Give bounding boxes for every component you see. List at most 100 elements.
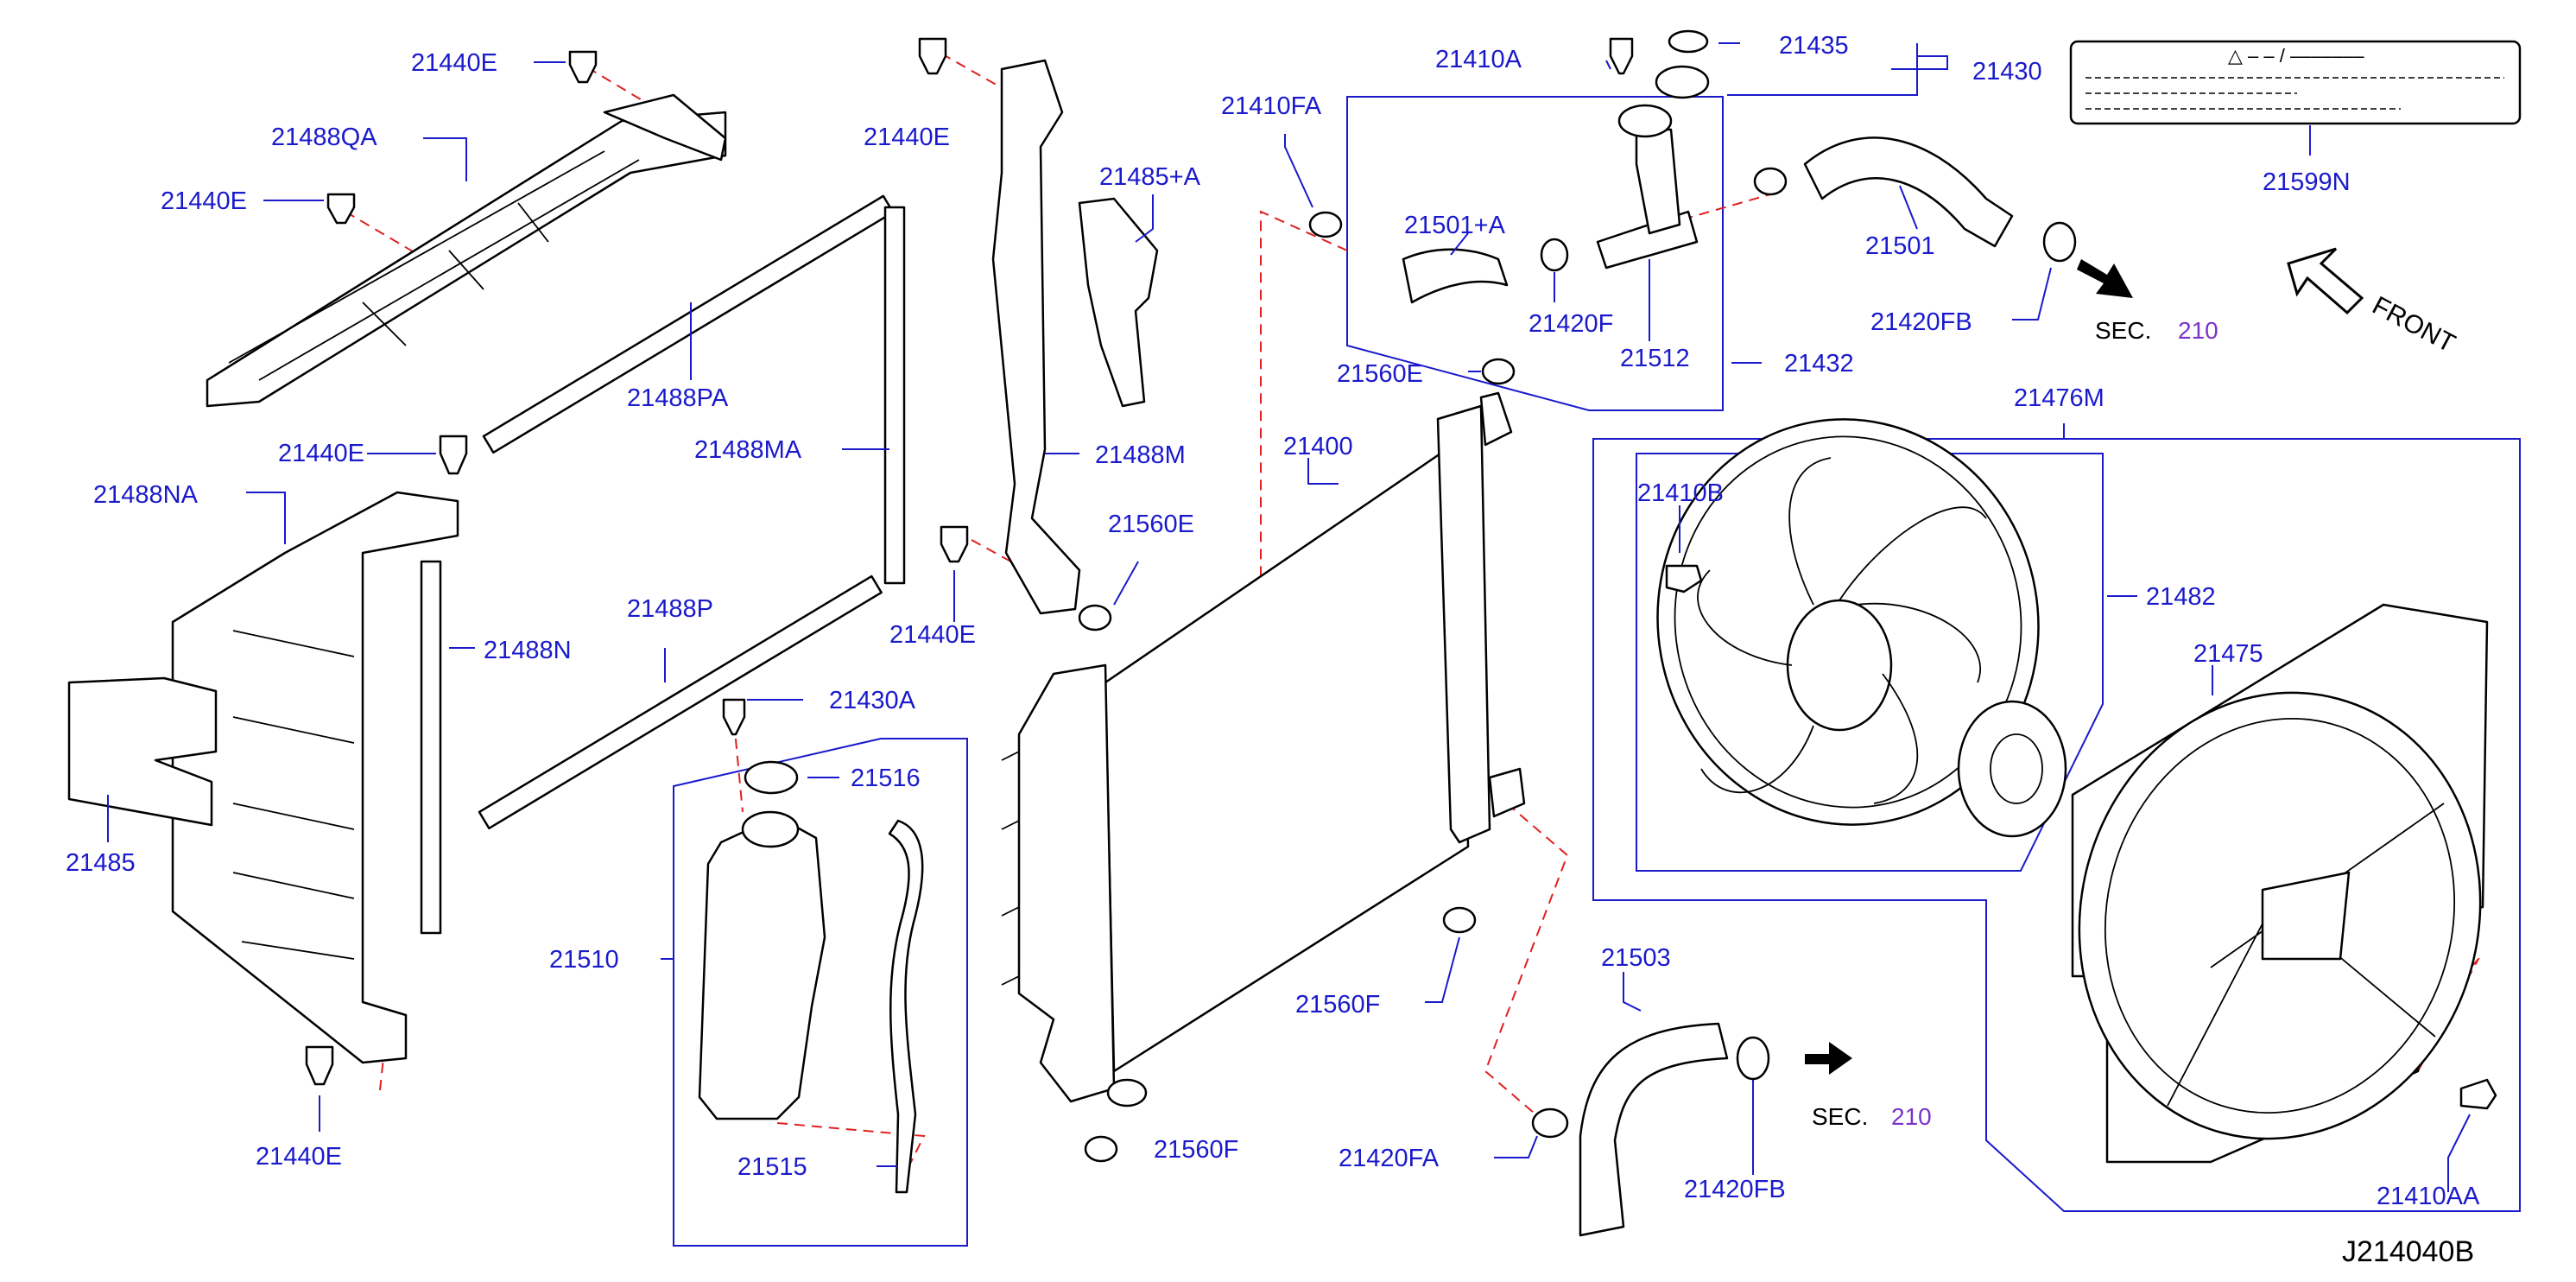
upper-hose-21501	[1803, 136, 2014, 248]
label-21410fa: 21410FA	[1221, 92, 1322, 120]
label-21440e-3: 21440E	[278, 440, 364, 467]
reservoir-hose-21515	[888, 819, 924, 1194]
arrow-sec-lower	[1805, 1042, 1852, 1075]
label-21476m: 21476M	[2014, 384, 2104, 412]
front-arrow-icon	[2287, 247, 2364, 315]
upper-air-duct	[206, 93, 727, 408]
fan-assembly-21482	[1656, 418, 2067, 838]
label-21420fb-1: 21420FB	[1870, 308, 1972, 336]
label-21435: 21435	[1779, 32, 1849, 60]
upper-hose-21501a	[1402, 248, 1509, 304]
grommet-21560e-top	[1481, 358, 1516, 385]
label-21512: 21512	[1620, 345, 1690, 372]
bolt-21430a	[722, 698, 746, 736]
label-21488p: 21488P	[627, 595, 713, 623]
dash-clip-duct-top	[586, 67, 692, 130]
nut-21410b	[1665, 564, 1703, 593]
label-21475: 21475	[2193, 640, 2263, 668]
group-boxes	[673, 40, 2522, 1247]
filler-neck-21512	[1596, 104, 1699, 270]
label-21599n: 21599N	[2263, 168, 2351, 196]
clamp-upper-hose-left	[1753, 167, 1788, 196]
clip-21440e-6	[940, 525, 969, 563]
side-duct-21488m	[991, 59, 1081, 615]
label-21560e-1: 21560E	[1108, 511, 1194, 538]
side-air-duct	[171, 491, 459, 1064]
label-21432: 21432	[1784, 350, 1854, 378]
leader-lines	[107, 42, 2471, 1192]
clip-21440e-1	[568, 50, 598, 84]
sec-ref-lower-prefix: SEC.	[1812, 1103, 1868, 1130]
group-box-21510	[673, 738, 968, 1247]
lower-hose-21503	[1579, 1022, 1729, 1237]
caution-label-box	[2069, 40, 2522, 125]
side-panel-21485a	[1078, 197, 1159, 408]
label-21488n: 21488N	[484, 637, 572, 664]
label-21488pa: 21488PA	[627, 384, 729, 412]
diagram-id: J214040B	[2342, 1235, 2474, 1268]
clamp-21420f	[1540, 238, 1569, 272]
label-21430a: 21430A	[829, 687, 916, 714]
label-21410b: 21410B	[1637, 479, 1724, 507]
label-21440e-5: 21440E	[864, 124, 950, 151]
clamp-21410fa	[1308, 211, 1343, 238]
label-21440e-6: 21440E	[889, 621, 976, 649]
label-21430: 21430	[1972, 58, 2042, 86]
radiator-core	[1001, 391, 1526, 1107]
clamp-21420fb-lower	[1736, 1036, 1770, 1081]
label-21516: 21516	[851, 765, 921, 792]
dash-clip-m-top	[940, 53, 1046, 113]
clamp-21420fa	[1531, 1107, 1569, 1139]
radiator-cap-21430	[1655, 65, 1710, 99]
dash-reservoir-cap	[733, 720, 744, 813]
front-label: FRONT	[2368, 291, 2460, 359]
label-21440e-1: 21440E	[411, 49, 497, 77]
bolt-21410a	[1609, 37, 1634, 75]
seal-strip-21488ma	[883, 206, 906, 585]
label-21501: 21501	[1865, 232, 1935, 260]
cap-seal-21435	[1668, 29, 1709, 54]
label-21410aa: 21410AA	[2377, 1183, 2480, 1210]
label-21482: 21482	[2146, 583, 2216, 611]
label-21488m: 21488M	[1095, 441, 1186, 469]
label-21485a: 21485+A	[1099, 163, 1201, 191]
grommet-21560e-mid	[1078, 604, 1112, 631]
dash-clip-na-bottom	[379, 1049, 385, 1091]
label-21560f-2: 21560F	[1154, 1136, 1238, 1164]
label-21420f: 21420F	[1529, 310, 1613, 338]
label-21560e-2: 21560E	[1337, 360, 1423, 388]
label-21420fb-2: 21420FB	[1684, 1176, 1786, 1203]
label-21410a: 21410A	[1435, 46, 1522, 73]
label-21400: 21400	[1283, 433, 1353, 460]
clip-21440e-2	[326, 193, 356, 225]
group-box-21432	[1346, 96, 1724, 411]
grommets-21560	[1078, 358, 1516, 1163]
label-21560f-1: 21560F	[1295, 991, 1380, 1019]
dash-hose-radiator	[1113, 210, 1348, 796]
label-21440e-4: 21440E	[256, 1143, 342, 1171]
reservoir-cap-21516	[744, 760, 799, 795]
label-21440e-2: 21440E	[161, 187, 247, 215]
arrow-sec-upper	[2077, 259, 2133, 298]
seal-strip-21488n	[420, 560, 442, 935]
caution-label-lines	[2085, 77, 2504, 110]
clip-21440e-5	[918, 37, 947, 75]
fan-shroud-21475	[2071, 603, 2489, 1164]
label-21510: 21510	[549, 946, 619, 974]
label-21515: 21515	[737, 1153, 807, 1181]
clip-21440e-3	[439, 435, 468, 475]
label-21488na: 21488NA	[93, 481, 199, 509]
reservoir-tank-21510	[698, 810, 826, 1120]
label-21488qa: 21488QA	[271, 124, 377, 151]
bolt-21410aa	[2459, 1078, 2497, 1110]
sec-ref-upper-number: 210	[2178, 317, 2218, 344]
label-21420fa: 21420FA	[1339, 1145, 1440, 1172]
label-21485: 21485	[66, 849, 136, 877]
label-21488ma: 21488MA	[694, 436, 802, 464]
clip-21440e-4	[305, 1045, 334, 1086]
dash-reservoir-hose	[776, 1122, 926, 1189]
sec-ref-lower-number: 210	[1891, 1103, 1932, 1130]
clips-21440e	[305, 37, 969, 1086]
side-panel-21485	[67, 676, 218, 827]
